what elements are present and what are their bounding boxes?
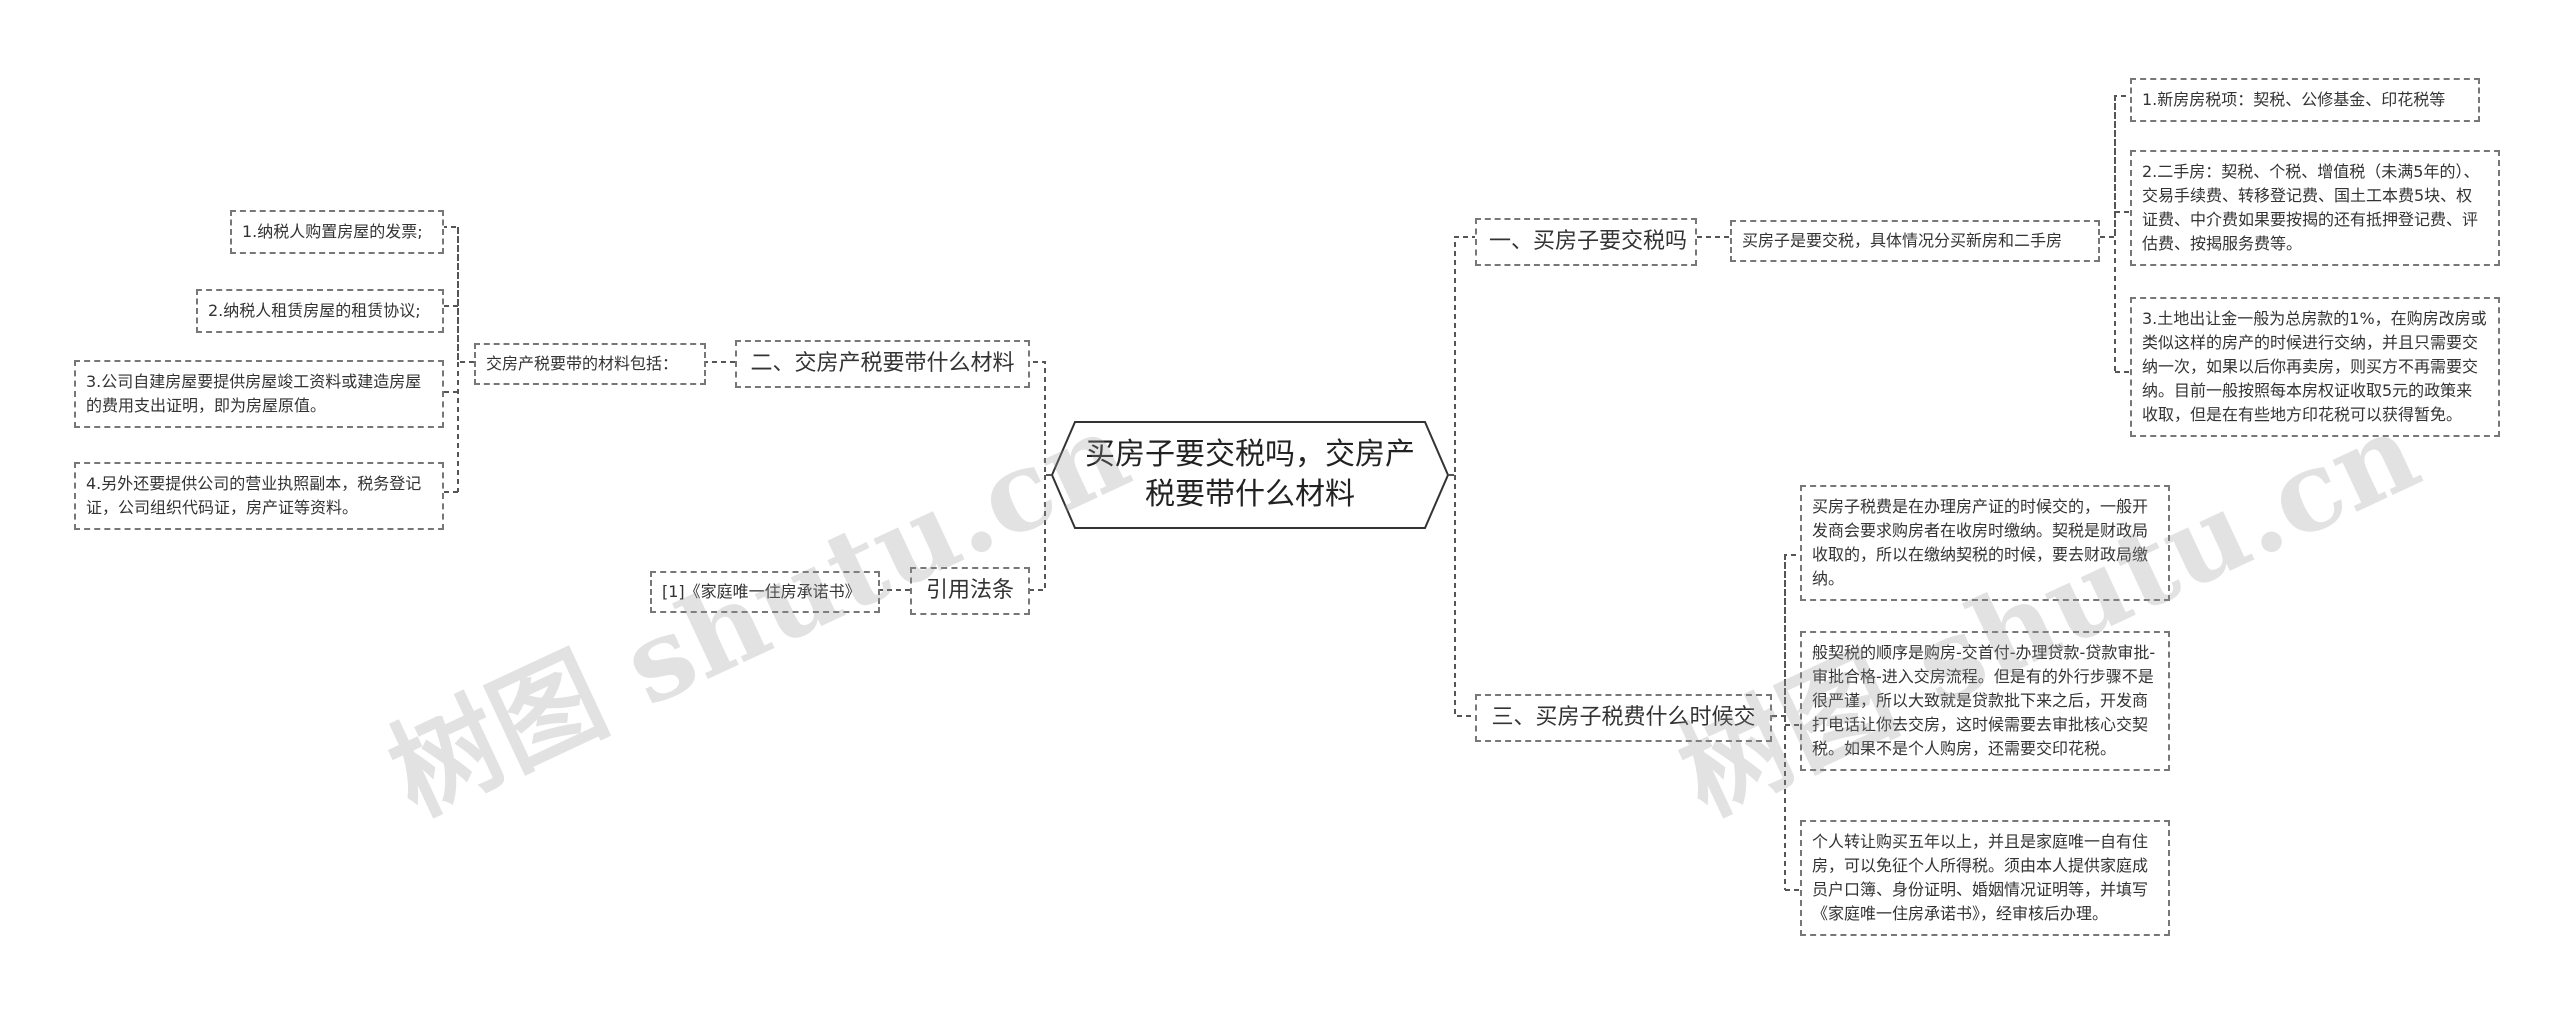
connector-root-b1 [1440,236,1475,476]
branch-3-item-3[interactable]: 个人转让购买五年以上，并且是家庭唯一自有住房，可以免征个人所得税。须由本人提供家… [1800,820,2170,936]
branch-3-item-2[interactable]: 般契税的顺序是购房-交首付-办理贷款-贷款审批-审批合格-进入交房流程。但是有的… [1800,631,2170,771]
root-title: 买房子要交税吗，交房产税要带什么材料 [1085,437,1415,512]
connector-b2-items [444,226,474,493]
branch-1-label[interactable]: 一、买房子要交税吗 [1475,218,1697,266]
branch-3-item-1[interactable]: 买房子税费是在办理房产证的时候交的，一般开发商会要求购房者在收房时缴纳。契税是财… [1800,485,2170,601]
branch-2-item-2[interactable]: 2.纳税人租赁房屋的租赁协议; [196,289,444,333]
branch-4-item-1[interactable]: [1]《家庭唯一住房承诺书》 [650,571,880,613]
connector-b3-items [1772,554,1800,891]
branch-3-label[interactable]: 三、买房子税费什么时候交 [1475,694,1772,742]
branch-1-summary[interactable]: 买房子是要交税，具体情况分买新房和二手房 [1730,220,2100,262]
branch-2-label[interactable]: 二、交房产税要带什么材料 [735,340,1030,388]
branch-1-item-1[interactable]: 1.新房房税项：契税、公修基金、印花税等 [2130,78,2480,122]
branch-2-summary[interactable]: 交房产税要带的材料包括： [474,343,706,385]
branch-2-item-1[interactable]: 1.纳税人购置房屋的发票; [230,210,444,254]
connector-root-b2 [1030,361,1060,476]
connector-summary-items [2100,95,2130,373]
branch-2-item-4[interactable]: 4.另外还要提供公司的营业执照副本，税务登记证，公司组织代码证，房产证等资料。 [74,462,444,530]
connector-root-b3 [1454,475,1475,717]
connector-root-b4 [1030,475,1046,591]
root-node[interactable]: 买房子要交税吗，交房产税要带什么材料 [1050,420,1450,530]
root-hexagon-shape [1050,421,1450,529]
branch-1-item-2[interactable]: 2.二手房：契税、个税、增值税（未满5年的）、交易手续费、转移登记费、国土工本费… [2130,150,2500,266]
branch-1-item-3[interactable]: 3.土地出让金一般为总房款的1%，在购房改房或类似这样的房产的时候进行交纳，并且… [2130,297,2500,437]
branch-2-item-3[interactable]: 3.公司自建房屋要提供房屋竣工资料或建造房屋的费用支出证明，即为房屋原值。 [74,360,444,428]
branch-4-label[interactable]: 引用法条 [910,567,1030,615]
